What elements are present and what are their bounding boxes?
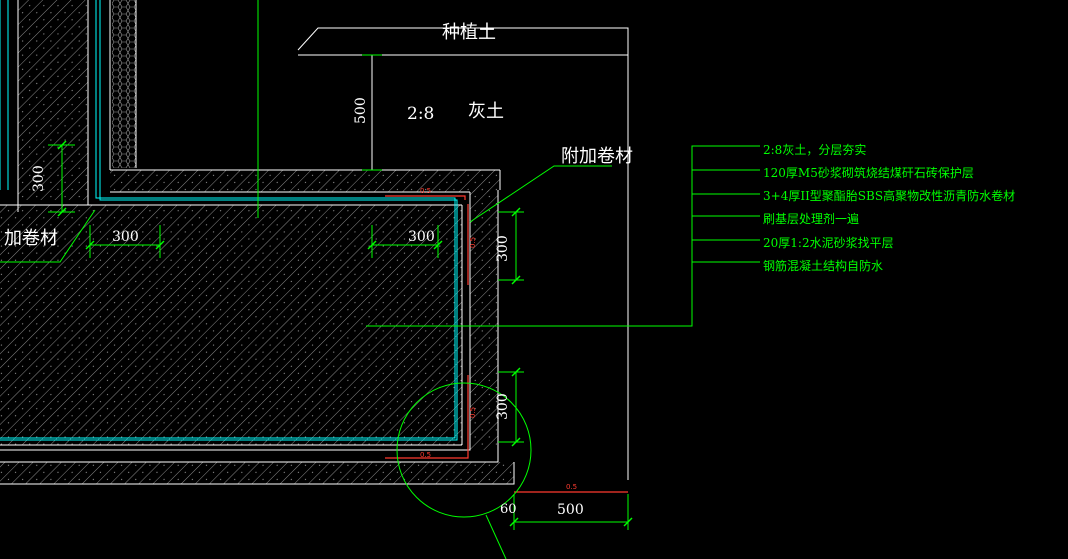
depth-500-label: 500 [353, 97, 369, 124]
dim-300-right-top-label: 300 [495, 235, 511, 262]
brick-column [112, 0, 136, 168]
dim-05-bottom-label: 0.5 [420, 451, 432, 459]
layer-6-label: 钢筋混凝土结构自防水 [763, 259, 884, 273]
additional-membrane-lines [385, 195, 628, 493]
additional-membrane-label: 附加卷材 [561, 146, 633, 167]
lime-soil-label: 灰土 [468, 101, 504, 122]
dim-05-base-label: 0.5 [566, 483, 578, 491]
concrete-structure [0, 0, 514, 484]
dimension-ticks [57, 140, 633, 527]
lime-soil-ratio-label: 2:8 [407, 104, 435, 124]
planting-soil-label: 种植土 [442, 22, 496, 43]
dim-300-left-label: 300 [112, 229, 139, 245]
dim-05-side-label: 0.5 [469, 236, 477, 248]
concrete-wall-left [18, 0, 88, 200]
dim-300-mid-label: 300 [408, 229, 435, 245]
layer-5-label: 20厚1:2水泥砂浆找平层 [763, 236, 894, 250]
protective-brick-top [110, 170, 500, 192]
dim-300-right-bottom-label: 300 [495, 393, 511, 420]
layer-1-label: 2:8灰土，分层夯实 [763, 143, 867, 157]
layer-2-label: 120厚M5砂浆砌筑烧结煤矸石砖保护层 [763, 166, 974, 180]
height-300-left-label: 300 [31, 165, 47, 192]
protective-brick-side [470, 190, 498, 450]
dim-500-bottom-label: 500 [557, 502, 584, 518]
dim-60-label: 60 [500, 502, 517, 517]
waterproof-membrane [0, 0, 458, 441]
dim-05-top-label: 0.5 [420, 187, 432, 195]
detail-circle [396, 382, 532, 518]
additional-membrane-label-left: 加卷材 [4, 228, 58, 249]
structure-outlines [0, 0, 629, 485]
layer-4-label: 刷基层处理剂一遍 [763, 212, 860, 226]
layer-3-label: 3+4厚II型聚酯胎SBS高聚物改性沥青防水卷材 [763, 189, 1016, 203]
dim-05-side2-label: 0.5 [469, 406, 477, 418]
protective-brick-bottom [0, 462, 514, 484]
concrete-slab [0, 205, 462, 445]
